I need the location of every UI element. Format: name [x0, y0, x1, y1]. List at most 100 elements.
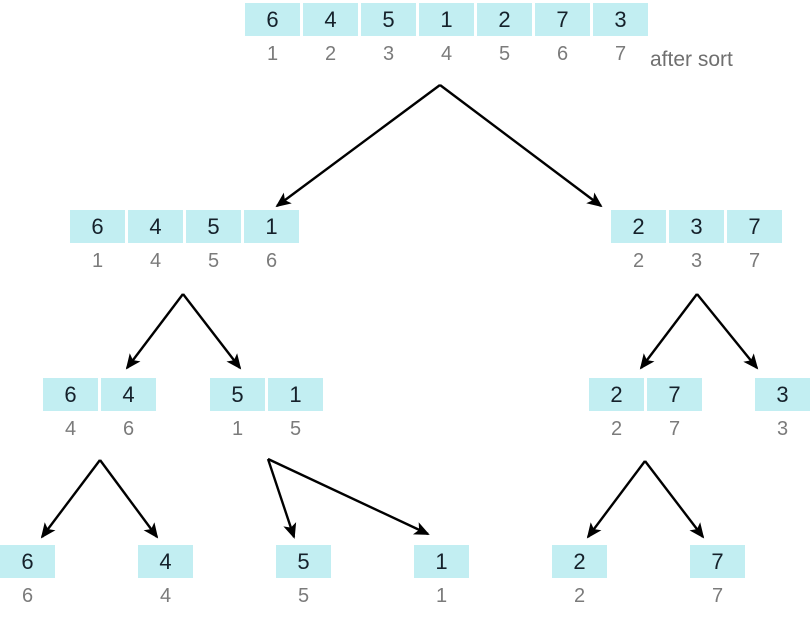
arrow-right-to-rightright — [696, 293, 759, 370]
array-index-label: 2 — [573, 585, 586, 607]
array-cell: 6 — [245, 3, 300, 36]
array-index-label: 2 — [610, 418, 623, 440]
array-index-label: 7 — [614, 43, 627, 65]
array-index-label: 6 — [556, 43, 569, 65]
array-index-label: 2 — [632, 250, 645, 272]
array-index-labels: 4 — [138, 584, 193, 608]
array-index-labels: 2 3 7 — [611, 249, 782, 273]
array-index-labels: 3 — [755, 417, 810, 441]
array-index-label: 1 — [435, 585, 448, 607]
array-cells: 7 — [690, 545, 745, 578]
array-index-labels: 5 — [276, 584, 331, 608]
array-index-labels: 1 — [414, 584, 469, 608]
array-cell: 5 — [210, 378, 265, 411]
array-cell: 3 — [593, 3, 648, 36]
array-index-label: 3 — [382, 43, 395, 65]
array-index-label: 1 — [231, 418, 244, 440]
array-index-label: 3 — [690, 250, 703, 272]
array-index-labels: 6 — [0, 584, 55, 608]
array-index-label: 2 — [324, 43, 337, 65]
array-index-label: 1 — [91, 250, 104, 272]
array-index-label: 5 — [297, 585, 310, 607]
array-cell: 7 — [727, 210, 782, 243]
array-index-label: 6 — [265, 250, 278, 272]
array-cell: 1 — [244, 210, 299, 243]
array-index-label: 4 — [64, 418, 77, 440]
array-cell: 6 — [70, 210, 125, 243]
arrow-leftleft-to-leaf6 — [40, 459, 101, 539]
array-cell: 7 — [647, 378, 702, 411]
array-cells: 1 — [414, 545, 469, 578]
array-cell: 6 — [43, 378, 98, 411]
array-cell: 3 — [755, 378, 810, 411]
after-sort-caption: after sort — [650, 48, 733, 71]
array-index-labels: 7 — [690, 584, 745, 608]
array-index-label: 7 — [748, 250, 761, 272]
array-index-label: 7 — [711, 585, 724, 607]
array-cell: 2 — [552, 545, 607, 578]
array-cell: 7 — [690, 545, 745, 578]
arrow-rightleft-to-leaf7 — [644, 460, 705, 539]
array-cell: 4 — [101, 378, 156, 411]
array-cell: 3 — [669, 210, 724, 243]
arrow-leftright-to-leaf5 — [266, 458, 297, 539]
arrow-root-to-left — [275, 84, 441, 208]
array-cell: 7 — [535, 3, 590, 36]
arrow-right-to-rightleft — [639, 293, 698, 370]
arrow-left-to-leftleft — [125, 293, 184, 370]
array-index-label: 4 — [159, 585, 172, 607]
array-cell: 2 — [477, 3, 532, 36]
array-cells: 2 — [552, 545, 607, 578]
arrow-group — [40, 84, 759, 539]
array-cell: 5 — [276, 545, 331, 578]
array-cell: 5 — [186, 210, 241, 243]
arrow-rightleft-to-leaf2 — [586, 460, 646, 539]
array-cell: 4 — [138, 545, 193, 578]
array-index-label: 4 — [440, 43, 453, 65]
array-index-label: 4 — [149, 250, 162, 272]
array-cell: 4 — [128, 210, 183, 243]
array-cell: 1 — [414, 545, 469, 578]
array-cell: 1 — [419, 3, 474, 36]
array-index-label: 3 — [776, 418, 789, 440]
array-cells: 6 — [0, 545, 55, 578]
array-cells: 5 — [276, 545, 331, 578]
array-index-labels: 2 — [552, 584, 607, 608]
array-index-label: 1 — [266, 43, 279, 65]
array-index-label: 6 — [122, 418, 135, 440]
array-cell: 2 — [611, 210, 666, 243]
array-cell: 6 — [0, 545, 55, 578]
array-index-label: 7 — [668, 418, 681, 440]
array-index-label: 5 — [289, 418, 302, 440]
array-cell: 4 — [303, 3, 358, 36]
array-index-label: 6 — [21, 585, 34, 607]
array-cells: 4 — [138, 545, 193, 578]
array-index-labels: 1 2 3 4 5 6 7 — [245, 42, 648, 66]
array-index-label: 5 — [498, 43, 511, 65]
arrow-leftright-to-leaf1 — [267, 457, 430, 536]
array-cell: 1 — [268, 378, 323, 411]
